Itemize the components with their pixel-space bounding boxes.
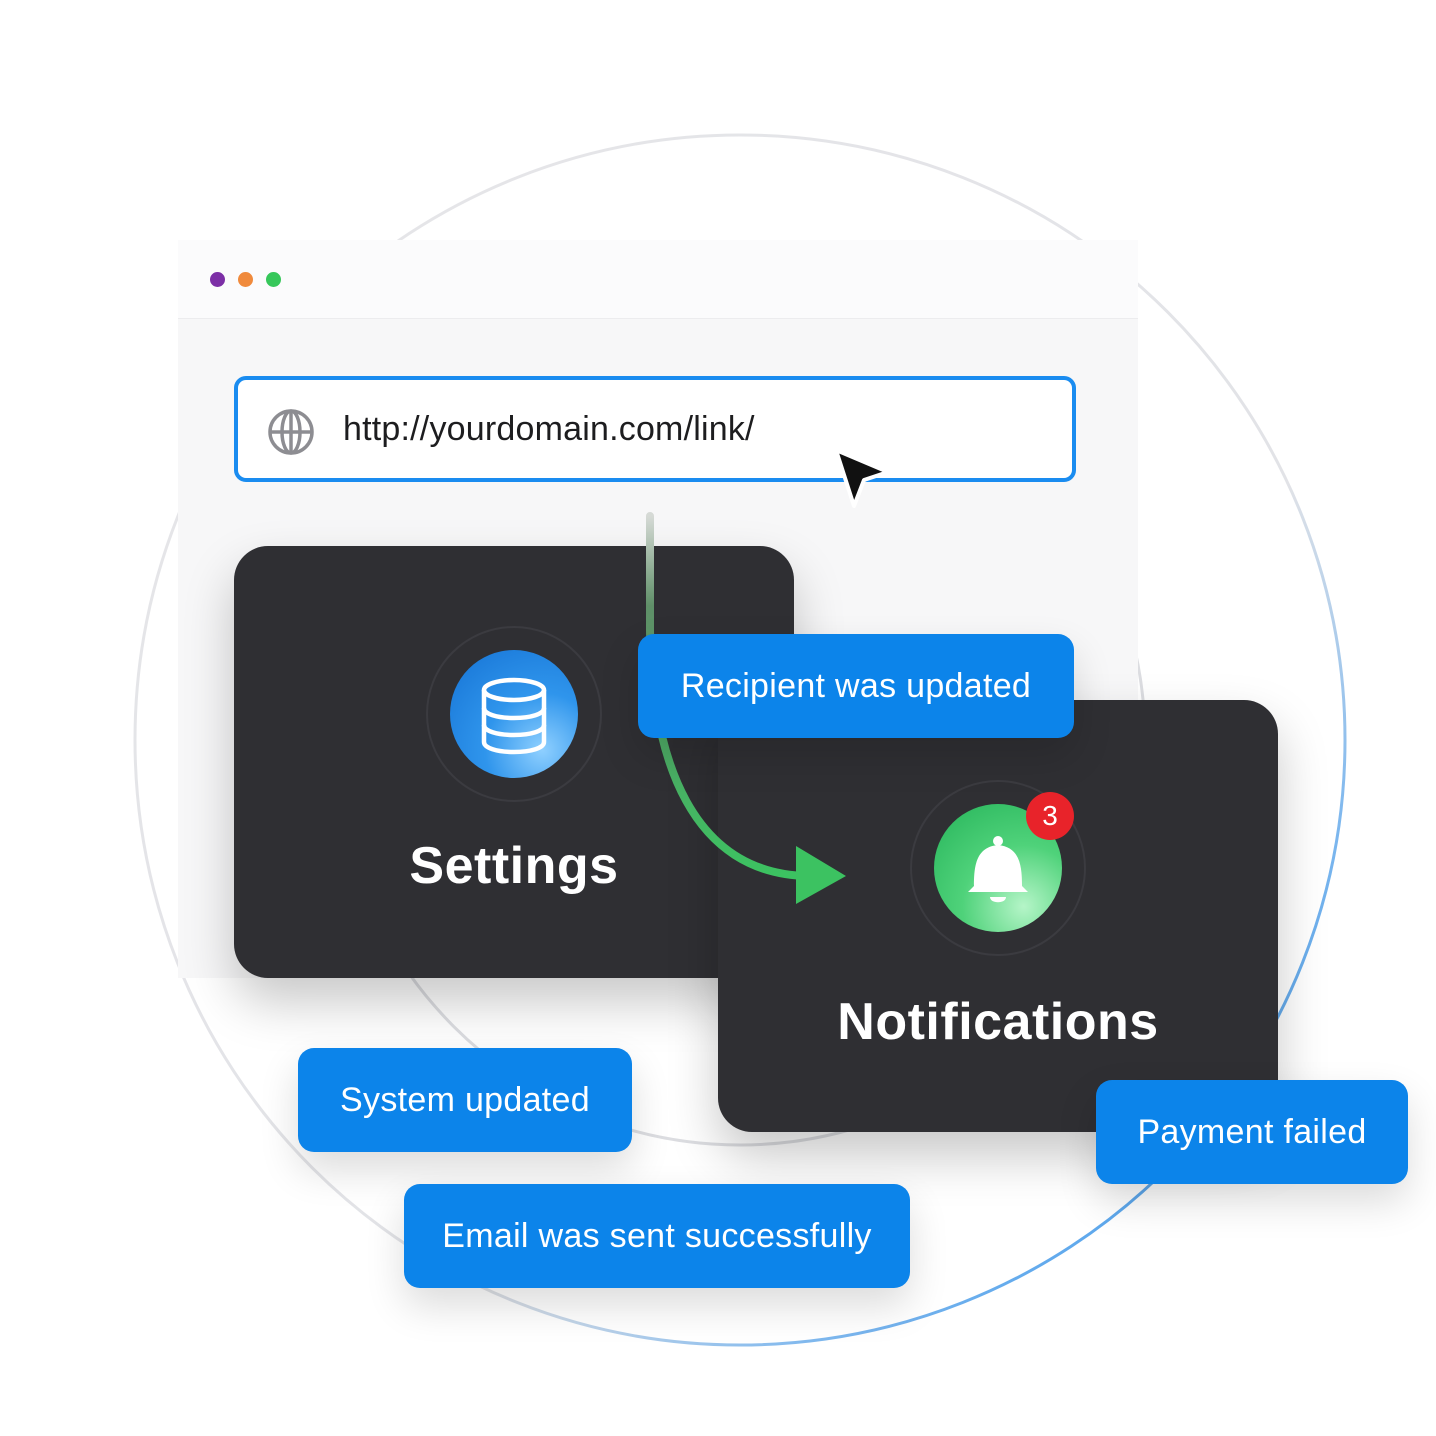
notifications-icon-disc bbox=[934, 804, 1062, 932]
mouse-pointer-icon bbox=[834, 448, 890, 508]
window-dot-purple bbox=[210, 272, 225, 287]
settings-icon-ring bbox=[426, 626, 602, 802]
toast-recipient-updated: Recipient was updated bbox=[638, 634, 1074, 738]
window-dot-orange bbox=[238, 272, 253, 287]
notifications-card[interactable]: Notifications bbox=[718, 700, 1278, 1132]
notification-count-badge: 3 bbox=[1026, 792, 1074, 840]
globe-icon bbox=[268, 409, 314, 455]
toast-system-updated: System updated bbox=[298, 1048, 632, 1152]
browser-titlebar bbox=[178, 240, 1138, 319]
notifications-icon-ring bbox=[910, 780, 1086, 956]
address-bar[interactable]: http://yourdomain.com/link/ bbox=[234, 376, 1076, 482]
toast-payment-failed: Payment failed bbox=[1096, 1080, 1408, 1184]
database-icon bbox=[481, 677, 547, 755]
settings-card[interactable]: Settings bbox=[234, 546, 794, 978]
url-text[interactable]: http://yourdomain.com/link/ bbox=[343, 410, 755, 448]
notifications-title: Notifications bbox=[837, 993, 1159, 1051]
settings-icon-disc bbox=[450, 650, 578, 778]
settings-title: Settings bbox=[409, 837, 619, 895]
window-dot-green bbox=[266, 272, 281, 287]
bell-icon bbox=[968, 836, 1028, 903]
toast-email-sent: Email was sent successfully bbox=[404, 1184, 910, 1288]
